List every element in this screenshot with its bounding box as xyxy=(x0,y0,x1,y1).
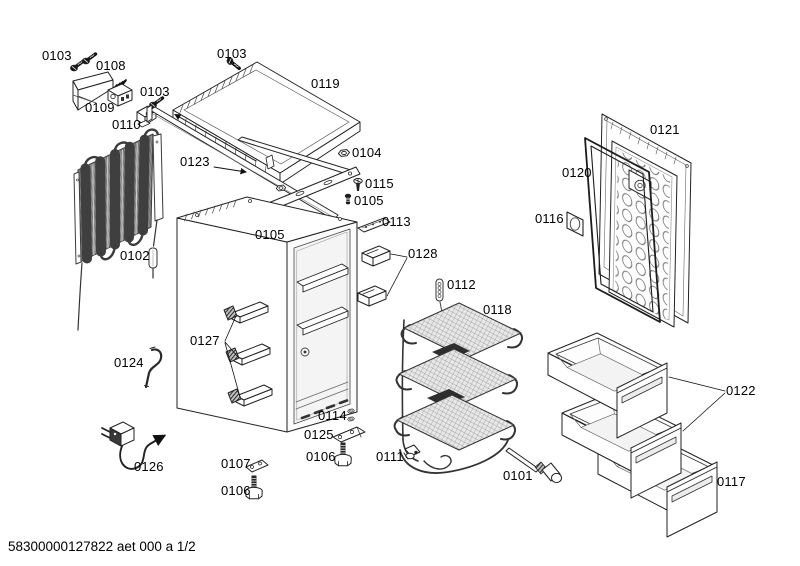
part-label-0101: 0101 xyxy=(503,468,533,483)
part-0120-gasket xyxy=(584,137,661,323)
part-label-0121: 0121 xyxy=(650,122,680,137)
part-label-0122: 0122 xyxy=(726,383,756,398)
part-0118-evaporator xyxy=(393,302,524,474)
part-label-0102: 0102 xyxy=(120,248,150,263)
part-0127-rails xyxy=(223,301,273,407)
part-0107-plate xyxy=(245,459,269,473)
part-0109-switch xyxy=(107,79,133,107)
part-label-0110: 0110 xyxy=(112,117,141,132)
part-label-0128: 0128 xyxy=(408,246,438,261)
part-0102-condenser xyxy=(73,128,164,331)
part-label-0118: 0118 xyxy=(483,302,512,317)
screw-0103-b xyxy=(80,52,98,66)
interior-crossbar xyxy=(296,263,349,336)
part-0125-hinge-plate xyxy=(332,426,366,443)
part-0102-tube xyxy=(148,247,158,279)
part-0115-screw xyxy=(353,177,363,191)
leader-0122 xyxy=(668,376,726,432)
part-label-0109: 0109 xyxy=(85,100,115,115)
part-0124-drain-hose xyxy=(144,346,163,389)
screw-0103-a xyxy=(68,59,86,73)
part-0111-valve xyxy=(403,444,421,460)
part-0108-cover xyxy=(72,71,114,111)
document-code: 58300000127822 aet 000 a 1/2 xyxy=(8,539,196,554)
part-label-0112: 0112 xyxy=(447,277,476,292)
part-0113-strip xyxy=(357,217,391,233)
part-label-0103: 0103 xyxy=(42,48,72,63)
part-0116-plate xyxy=(566,211,584,237)
part-label-0103: 0103 xyxy=(217,46,247,61)
part-label-0105: 0105 xyxy=(255,227,285,242)
nut-unlabeled xyxy=(275,184,287,192)
part-0126-power-cord xyxy=(101,421,167,470)
part-label-0117: 0117 xyxy=(717,474,746,489)
part-label-0113: 0113 xyxy=(382,214,411,229)
part-label-0111: 0111 xyxy=(376,449,404,464)
part-label-0105: 0105 xyxy=(354,193,384,208)
part-label-0103: 0103 xyxy=(140,84,170,99)
part-label-0116: 0116 xyxy=(535,211,564,226)
part-0128-brackets xyxy=(357,245,408,307)
part-0106-foot-a xyxy=(334,442,352,467)
part-label-0120: 0120 xyxy=(562,165,592,180)
part-0101-bolt xyxy=(505,447,562,484)
part-0105-pin-a xyxy=(344,193,352,205)
part-label-0119: 0119 xyxy=(311,76,340,91)
part-label-0124: 0124 xyxy=(114,355,144,370)
part-label-0108: 0108 xyxy=(96,58,126,73)
part-label-0126: 0126 xyxy=(134,459,164,474)
part-label-0107: 0107 xyxy=(221,456,251,471)
part-label-0127: 0127 xyxy=(190,333,220,348)
part-label-0123: 0123 xyxy=(180,154,210,169)
part-0123-frame xyxy=(146,104,355,221)
part-label-0125: 0125 xyxy=(304,427,334,442)
part-0114-nuts xyxy=(347,408,355,422)
part-label-0104: 0104 xyxy=(352,145,382,160)
part-label-0115: 0115 xyxy=(365,176,394,191)
part-label-0106: 0106 xyxy=(306,449,336,464)
part-0104-nut xyxy=(338,149,350,157)
part-label-0114: 0114 xyxy=(318,408,347,423)
part-label-0106: 0106 xyxy=(221,483,251,498)
